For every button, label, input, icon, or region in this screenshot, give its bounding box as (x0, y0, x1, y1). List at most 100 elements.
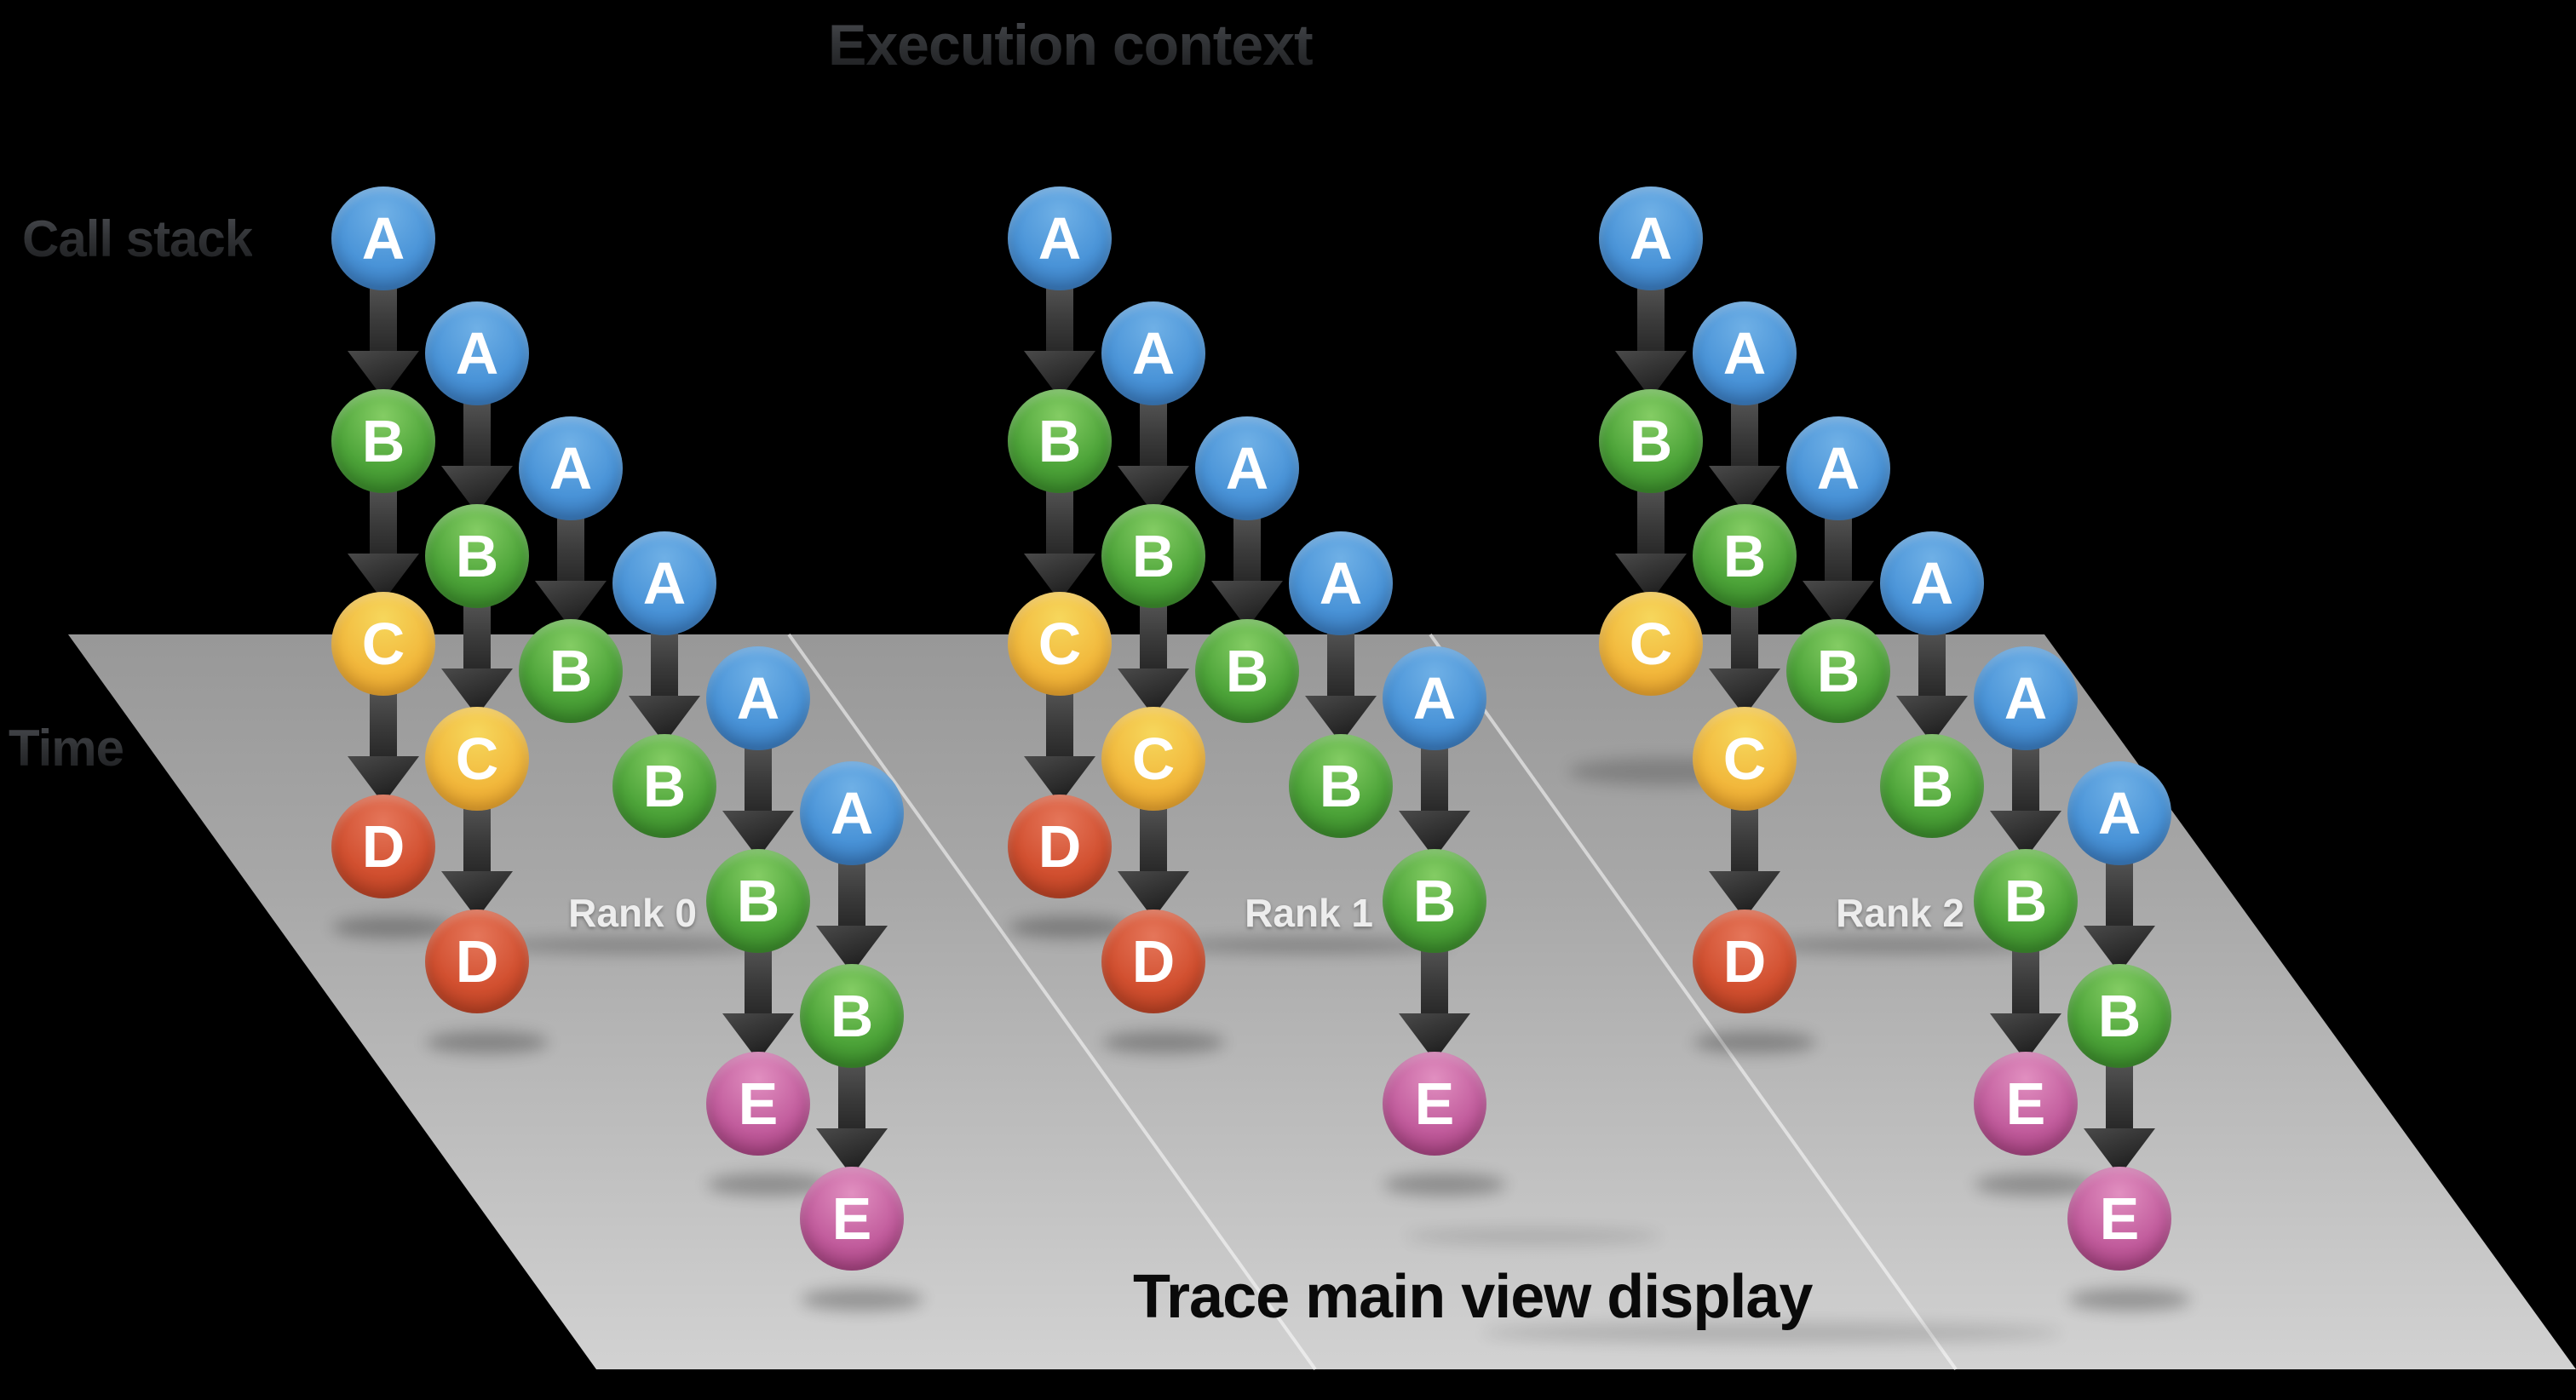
time-axis-label: Time (9, 720, 124, 777)
call-node-d: D (425, 909, 529, 1013)
call-node-a: A (800, 761, 904, 865)
arrow-shaft (1046, 482, 1073, 559)
arrow-down-icon (1118, 597, 1189, 716)
call-node-a: A (1786, 416, 1890, 520)
call-node-label: A (455, 320, 499, 387)
ground-shadow (332, 916, 455, 938)
arrow-down-icon (1024, 482, 1095, 601)
call-node-label: D (361, 813, 405, 880)
arrow-shaft (838, 854, 865, 931)
call-node-a: A (1880, 531, 1984, 635)
call-node-label: B (1225, 638, 1269, 704)
figure-title: Execution context (828, 13, 1314, 77)
arrow-shaft (1731, 394, 1758, 471)
call-node-label: A (1722, 320, 1767, 387)
ground-shadow (1169, 938, 1450, 953)
ground-shadow (1693, 1031, 1816, 1053)
call-node-label: A (2097, 780, 2142, 846)
trace-main-view-label: Trace main view display (1133, 1263, 1813, 1331)
call-node-label: E (2099, 1185, 2140, 1252)
rank-label: Rank 2 (1836, 891, 1964, 935)
arrow-down-icon (722, 739, 794, 858)
call-node-c: C (1008, 592, 1112, 696)
arrow-down-icon (1399, 942, 1470, 1061)
arrow-shaft (463, 394, 491, 471)
call-node-label: C (1131, 726, 1176, 792)
arrow-shaft (1046, 279, 1073, 356)
call-node-b: B (612, 734, 716, 838)
call-node-label: E (738, 1070, 779, 1137)
arrow-shaft (1140, 597, 1167, 674)
arrow-down-icon (1305, 624, 1377, 743)
call-node-a: A (1974, 646, 2078, 750)
ground-shadows (332, 758, 2191, 1343)
call-node-label: B (455, 523, 499, 589)
call-node-a: A (1289, 531, 1393, 635)
arrow-down-icon (722, 942, 794, 1061)
call-node-label: D (1131, 928, 1176, 995)
ground-shadow (2068, 1288, 2191, 1311)
call-node-d: D (1008, 795, 1112, 898)
call-node-label: A (1131, 320, 1176, 387)
arrow-shaft (463, 597, 491, 674)
call-node-label: A (1629, 205, 1673, 272)
call-node-a: A (1383, 646, 1486, 750)
ground-shadow (1760, 938, 2041, 953)
call-node-e: E (1974, 1052, 2078, 1156)
ground-shadow (1383, 1173, 1506, 1196)
call-node-label: A (1910, 550, 1954, 617)
rank-separator-line (787, 633, 1317, 1371)
call-node-e: E (706, 1052, 810, 1156)
arrow-down-icon (2084, 1057, 2155, 1176)
call-node-b: B (800, 964, 904, 1068)
rank-label: Rank 0 (568, 891, 697, 935)
arrow-down-icon (1709, 800, 1780, 919)
arrow-shaft (2012, 739, 2039, 816)
call-node-label: B (1319, 753, 1363, 819)
arrow-shaft (745, 942, 772, 1018)
call-node-label: B (1412, 868, 1457, 934)
call-node-c: C (1693, 707, 1797, 811)
arrow-down-icon (441, 394, 513, 514)
call-node-label: C (361, 611, 405, 677)
call-stack-axis-label: Call stack (22, 210, 253, 267)
ground-shadow (1102, 1031, 1225, 1053)
call-node-label: A (1225, 435, 1269, 502)
call-node-b: B (1599, 389, 1703, 493)
call-node-e: E (2067, 1167, 2171, 1271)
call-node-label: A (2004, 665, 2048, 732)
arrow-down-icon (1990, 942, 2061, 1061)
call-node-c: C (331, 592, 435, 696)
call-node-label: B (2004, 868, 2048, 934)
arrow-down-icon (1709, 394, 1780, 514)
arrow-shaft (1046, 685, 1073, 761)
arrow-shaft (1421, 942, 1448, 1018)
call-node-label: A (1038, 205, 1082, 272)
call-node-label: A (736, 665, 780, 732)
arrow-down-icon (348, 685, 419, 804)
call-node-a: A (1195, 416, 1299, 520)
arrow-shaft (463, 800, 491, 876)
call-node-a: A (331, 186, 435, 290)
arrow-down-icon (441, 597, 513, 716)
call-node-b: B (706, 849, 810, 953)
arrow-shaft (1825, 509, 1852, 586)
call-node-label: C (1629, 611, 1673, 677)
arrow-down-icon (1896, 624, 1968, 743)
call-node-b: B (519, 619, 623, 723)
arrow-shaft (1421, 739, 1448, 816)
call-node-d: D (1101, 909, 1205, 1013)
arrow-shaft (1637, 279, 1665, 356)
arrow-shaft (1731, 800, 1758, 876)
arrow-down-icon (816, 1057, 888, 1176)
arrow-shaft (1233, 509, 1261, 586)
arrow-down-icon (1615, 482, 1687, 601)
arrow-shaft (370, 685, 397, 761)
call-node-label: B (830, 983, 874, 1049)
arrow-shaft (745, 739, 772, 816)
call-node-label: B (549, 638, 593, 704)
call-node-b: B (1195, 619, 1299, 723)
rank-separator-line (1429, 633, 1958, 1371)
call-node-label: C (455, 726, 499, 792)
call-node-label: D (1038, 813, 1082, 880)
